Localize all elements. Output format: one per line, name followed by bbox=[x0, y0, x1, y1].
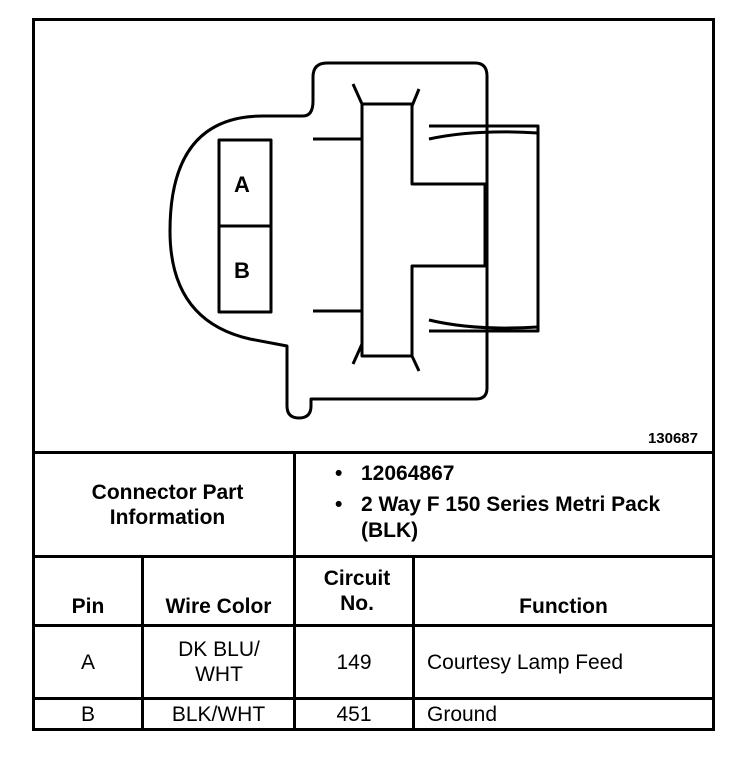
cavity-b bbox=[217, 224, 273, 314]
row-b-function: Ground bbox=[427, 702, 498, 726]
divider bbox=[35, 697, 712, 700]
row-b-pin: B bbox=[80, 702, 95, 726]
divider bbox=[141, 555, 144, 728]
header-circuit-no: Circuit No. bbox=[323, 567, 391, 615]
connector-description: 2 Way F 150 Series Metri Pack (BLK) bbox=[361, 493, 661, 542]
divider bbox=[293, 451, 296, 558]
lock-tab bbox=[429, 124, 540, 333]
connector-details: •12064867 •2 Way F 150 Series Metri Pack… bbox=[335, 461, 705, 549]
divider bbox=[35, 555, 712, 558]
latch bbox=[360, 102, 487, 358]
row-b-wire-color: BLK/WHT bbox=[171, 702, 266, 726]
connector-chart: A B 130687 Connector Part Information •1… bbox=[32, 18, 715, 731]
row-a-pin: A bbox=[80, 650, 95, 674]
connector-info-label: Connector Part Information bbox=[91, 480, 244, 529]
header-function: Function bbox=[519, 595, 608, 618]
connector-body bbox=[168, 61, 489, 420]
row-a-wire-color: DK BLU/ WHT bbox=[178, 638, 260, 686]
cavity-label-a: A bbox=[234, 172, 250, 197]
divider bbox=[293, 555, 296, 728]
cavity-label-b: B bbox=[234, 258, 250, 283]
divider bbox=[412, 555, 415, 728]
divider bbox=[35, 451, 712, 454]
header-pin: Pin bbox=[71, 595, 105, 618]
part-number: 12064867 bbox=[361, 462, 455, 485]
header-wire-color: Wire Color bbox=[165, 595, 272, 618]
row-a-function: Courtesy Lamp Feed bbox=[427, 650, 624, 674]
connector-outline bbox=[168, 61, 540, 420]
row-b-circuit: 451 bbox=[336, 702, 372, 726]
figure-id: 130687 bbox=[647, 430, 698, 447]
row-a-circuit: 149 bbox=[336, 650, 372, 674]
connector-drawing: A B 130687 bbox=[35, 21, 712, 454]
divider bbox=[35, 624, 712, 627]
